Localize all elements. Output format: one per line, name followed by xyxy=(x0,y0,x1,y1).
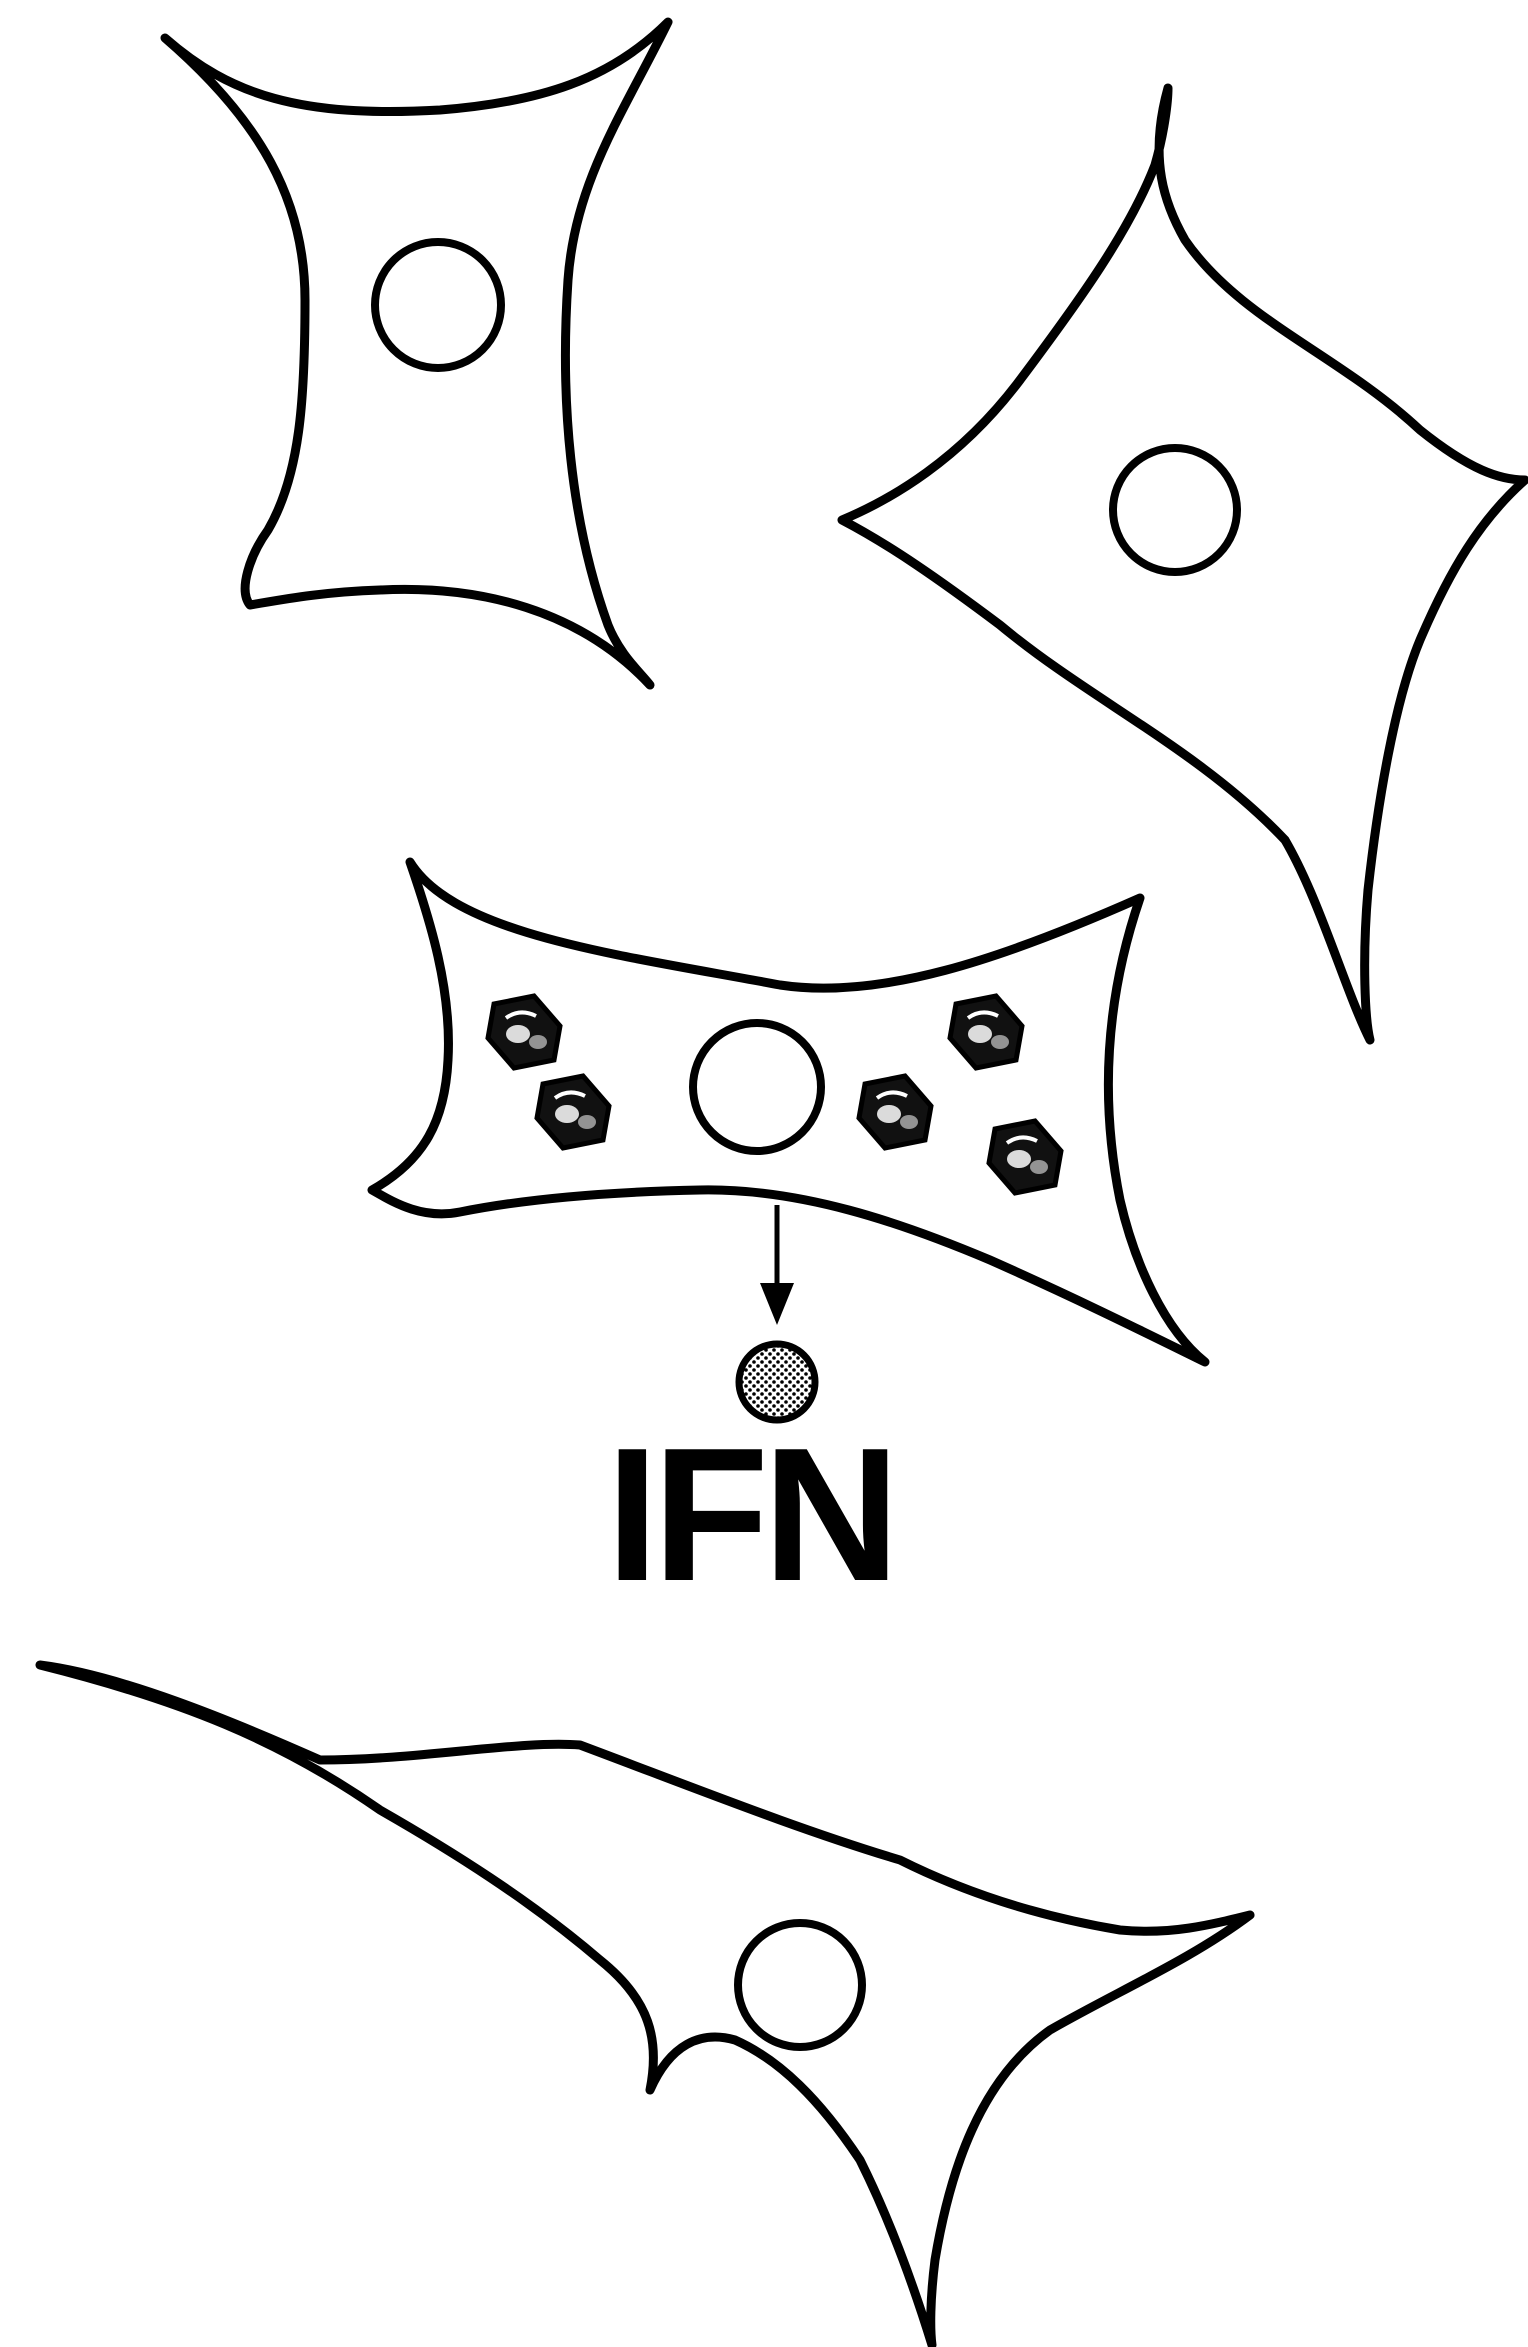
cell-bottom-membrane xyxy=(40,1665,1250,2345)
virus-particle-icon xyxy=(989,1121,1061,1193)
cell-top-right xyxy=(842,88,1525,1040)
virus-particle-icon xyxy=(537,1076,609,1148)
arrow-head-icon xyxy=(760,1283,794,1325)
ifn-label: IFN xyxy=(540,1420,960,1610)
cell-top-right-nucleus xyxy=(1113,448,1237,572)
cell-middle-nucleus xyxy=(693,1023,821,1151)
virus-particle-icon xyxy=(950,996,1022,1068)
cell-top-left xyxy=(165,22,668,685)
cell-bottom xyxy=(40,1665,1250,2345)
ifn-secretion xyxy=(739,1205,815,1420)
cell-top-left-nucleus xyxy=(375,242,501,368)
virus-particle-icon xyxy=(859,1076,931,1148)
virus-particle-icon xyxy=(488,996,560,1068)
cell-bottom-nucleus xyxy=(738,1923,862,2047)
